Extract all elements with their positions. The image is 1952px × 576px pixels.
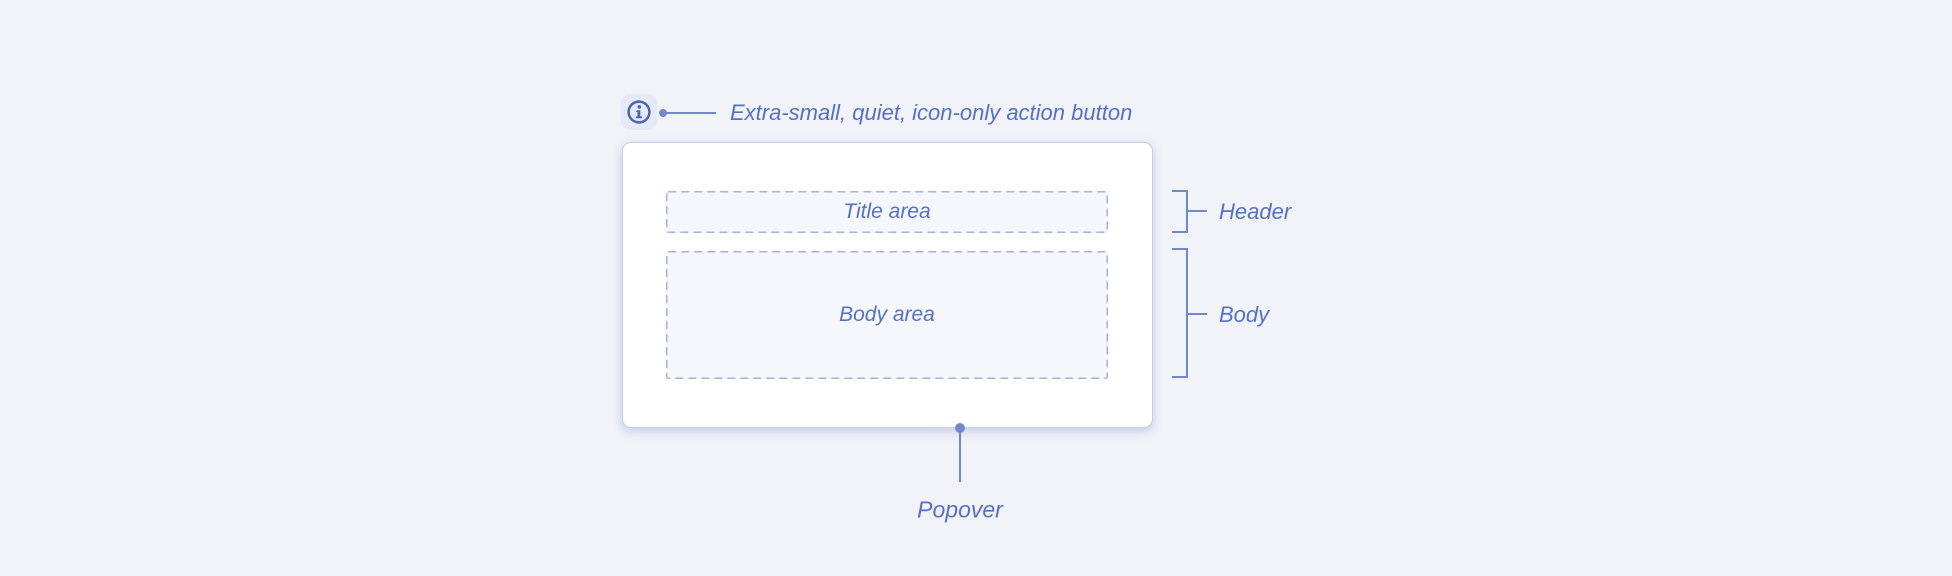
body-area-label: Body area xyxy=(839,303,935,326)
title-area-label: Title area xyxy=(843,200,931,223)
info-action-button[interactable] xyxy=(621,94,657,130)
popover-annotation-label: Popover xyxy=(917,496,1003,523)
body-bracket-tick xyxy=(1188,313,1207,315)
header-bracket-tick xyxy=(1188,210,1207,212)
popover-connector-dot xyxy=(955,423,965,433)
popover-body-area: Body area xyxy=(666,251,1108,379)
body-bracket xyxy=(1172,248,1188,378)
action-button-caption: Extra-small, quiet, icon-only action but… xyxy=(730,100,1133,125)
button-connector-dot xyxy=(659,109,667,117)
header-bracket xyxy=(1172,190,1188,233)
popover: Title area Body area xyxy=(622,142,1153,428)
header-annotation-label: Header xyxy=(1219,199,1292,224)
body-annotation-label: Body xyxy=(1219,302,1270,327)
popover-title-area: Title area xyxy=(666,191,1108,233)
info-icon xyxy=(626,99,652,125)
popover-connector-line xyxy=(959,432,961,482)
button-connector-line xyxy=(666,112,716,114)
